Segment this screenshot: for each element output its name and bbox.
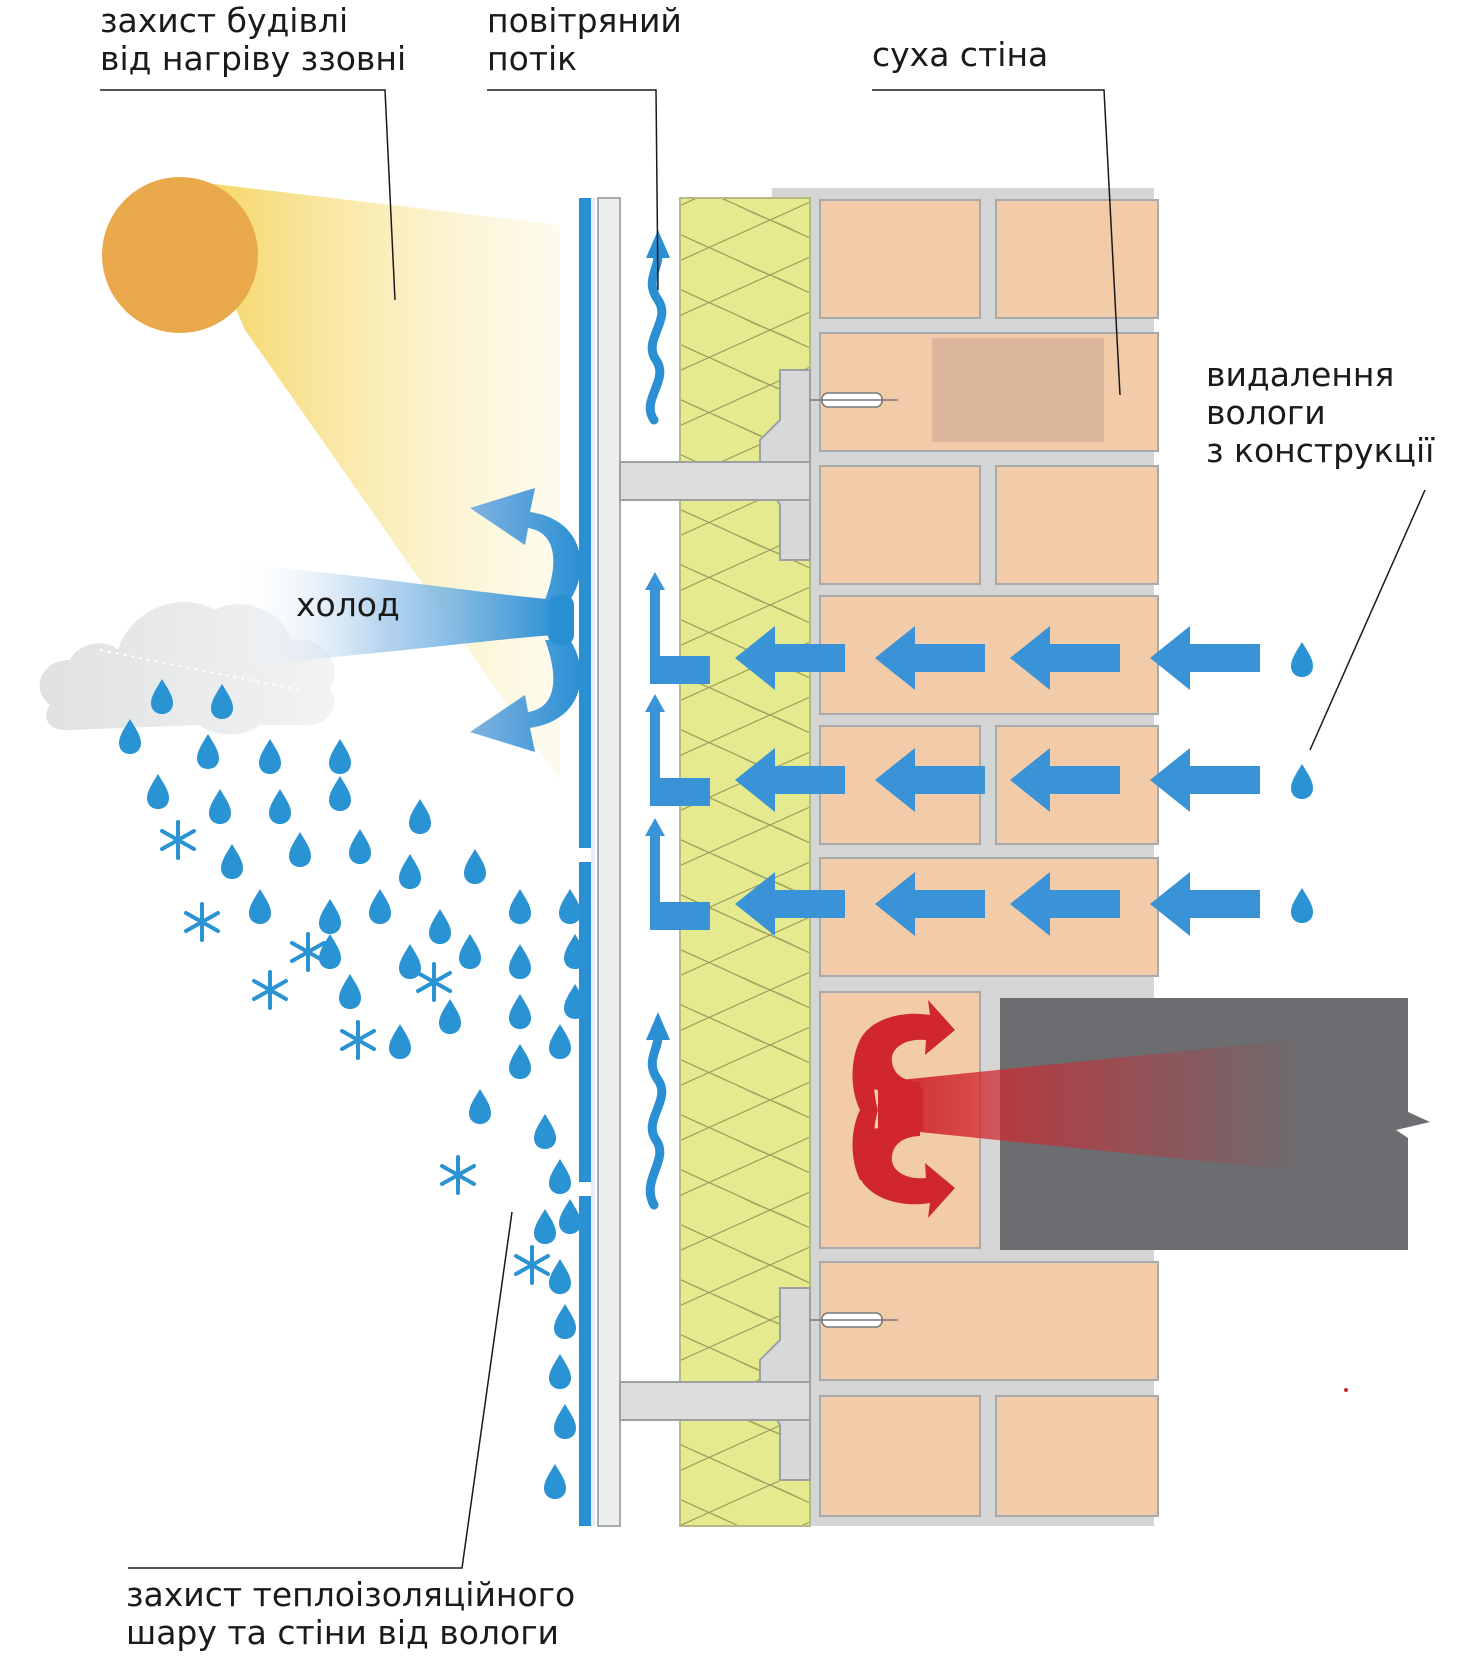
brick bbox=[819, 465, 981, 585]
raindrop-icon bbox=[464, 849, 486, 884]
raindrop-icon bbox=[509, 994, 531, 1029]
snowflake-icon bbox=[416, 962, 452, 1002]
raindrop-icon bbox=[459, 934, 481, 969]
raindrop-icon bbox=[209, 789, 231, 824]
raindrop-icon bbox=[329, 739, 351, 774]
snowflake-icon bbox=[184, 902, 220, 942]
raindrop-icon bbox=[259, 739, 281, 774]
raindrop-icon bbox=[549, 1159, 571, 1194]
raindrop-icon bbox=[349, 829, 371, 864]
raindrop-icon bbox=[469, 1089, 491, 1124]
raindrop-icon bbox=[269, 789, 291, 824]
snowflake-icon bbox=[290, 932, 326, 972]
raindrop-icon bbox=[409, 799, 431, 834]
raindrop-icon bbox=[559, 1199, 581, 1234]
raindrop-icon bbox=[389, 1024, 411, 1059]
brick bbox=[995, 199, 1159, 319]
arrow-icon bbox=[1150, 748, 1260, 812]
raindrop-icon bbox=[399, 854, 421, 889]
brick bbox=[819, 1395, 981, 1517]
leader-lines bbox=[100, 89, 1426, 1569]
anchor-dowel-icon bbox=[619, 369, 898, 561]
raindrop-icon bbox=[1291, 642, 1313, 677]
raindrop-icon bbox=[319, 899, 341, 934]
raindrop-icon bbox=[1291, 888, 1313, 923]
cladding-panel-top bbox=[579, 198, 593, 848]
label-cold: холод bbox=[296, 585, 400, 624]
anchor-dowel-icon bbox=[619, 1287, 898, 1481]
raindrop-icon bbox=[429, 909, 451, 944]
raindrop-icon bbox=[534, 1114, 556, 1149]
raindrop-icon bbox=[509, 1044, 531, 1079]
snowflake-icon bbox=[252, 970, 288, 1010]
raindrop-icon bbox=[249, 889, 271, 924]
raindrop-icon bbox=[544, 1464, 566, 1499]
heat-flow bbox=[880, 1038, 1310, 1172]
arrow-icon bbox=[1150, 872, 1260, 936]
brick bbox=[819, 199, 981, 319]
label-moisture-removal: видалення вологи з конструкції bbox=[1206, 355, 1435, 470]
cladding-panel-bottom bbox=[579, 1196, 593, 1526]
raindrop-icon bbox=[509, 944, 531, 979]
raindrop-icon bbox=[549, 1259, 571, 1294]
brick bbox=[995, 1395, 1159, 1517]
label-air-flow: повітряний потік bbox=[487, 1, 682, 78]
raindrop-icon bbox=[319, 934, 341, 969]
cladding-rail bbox=[597, 197, 621, 1527]
raindrop-icon bbox=[221, 844, 243, 879]
cladding-panel-mid bbox=[579, 862, 593, 1182]
rain-and-snow bbox=[119, 679, 586, 1499]
raindrop-icon bbox=[369, 889, 391, 924]
raindrop-icon bbox=[509, 889, 531, 924]
raindrop-icon bbox=[289, 832, 311, 867]
raindrop-icon bbox=[197, 734, 219, 769]
raindrop-icon bbox=[147, 774, 169, 809]
raindrop-icon bbox=[549, 1354, 571, 1389]
air-flow-arrow bbox=[645, 245, 667, 425]
raindrop-icon bbox=[439, 999, 461, 1034]
label-dry-wall: суха стіна bbox=[872, 35, 1049, 74]
cold-arrow bbox=[230, 488, 581, 752]
raindrop-icon bbox=[554, 1304, 576, 1339]
raindrop-icon bbox=[1291, 764, 1313, 799]
raindrop-icon bbox=[554, 1404, 576, 1439]
label-insulation-protection: захист теплоізоляційного шару та стіни в… bbox=[126, 1575, 576, 1652]
snowflake-icon bbox=[440, 1155, 476, 1195]
label-sun-protection: захист будівлі від нагріву ззовні bbox=[100, 1, 407, 78]
raindrop-icon bbox=[329, 776, 351, 811]
heat-arrow bbox=[852, 1000, 955, 1218]
arrow-icon bbox=[1150, 626, 1260, 690]
snowflake-icon bbox=[340, 1020, 376, 1060]
raindrop-icon bbox=[559, 889, 581, 924]
raindrop-icon bbox=[339, 974, 361, 1009]
raindrop-icon bbox=[534, 1209, 556, 1244]
air-flow-arrow bbox=[645, 1027, 667, 1210]
arrow-icon bbox=[646, 1012, 670, 1040]
dry-patch bbox=[932, 338, 1104, 442]
snowflake-icon bbox=[160, 820, 196, 860]
raindrop-icon bbox=[549, 1024, 571, 1059]
brick bbox=[995, 465, 1159, 585]
sun-icon bbox=[102, 177, 258, 333]
snowflake-icon bbox=[514, 1245, 550, 1285]
